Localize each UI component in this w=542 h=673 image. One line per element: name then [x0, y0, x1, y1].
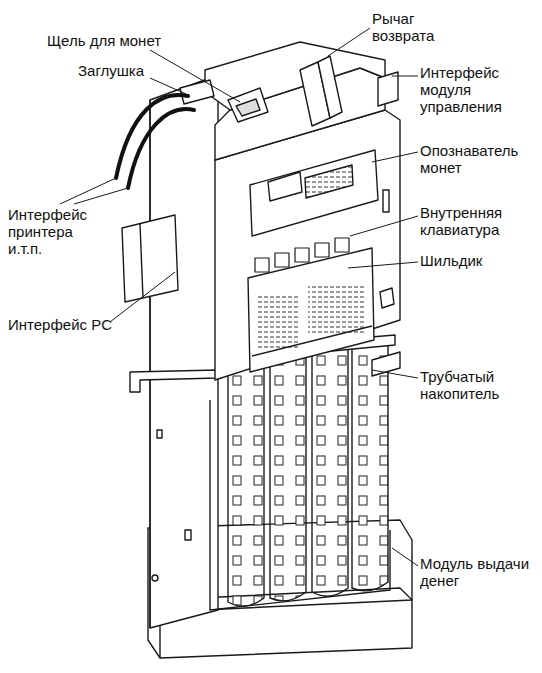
- part-label: Рычаг возврата: [372, 10, 452, 44]
- part-label: Заглушка: [78, 62, 178, 79]
- part-label: Интерфейс PC: [8, 316, 128, 333]
- part-label: Интерфейс принтера и.т.п.: [8, 206, 103, 257]
- part-label: Щель для монет: [47, 32, 217, 49]
- part-label: Шильдик: [420, 252, 530, 269]
- part-label: Интерфейс модуля управления: [420, 64, 532, 115]
- part-label: Трубчатый накопитель: [420, 368, 530, 402]
- part-label: Опознаватель монет: [420, 142, 540, 176]
- part-label: Модуль выдачи денег: [420, 555, 535, 589]
- part-label: Внутренняя клавиатура: [420, 204, 540, 238]
